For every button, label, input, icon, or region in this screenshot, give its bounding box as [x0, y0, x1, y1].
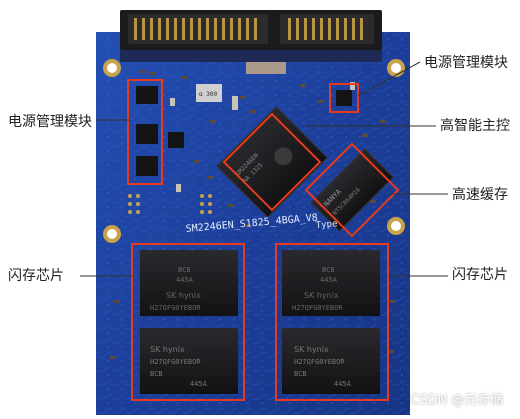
svg-text:445A: 445A [190, 380, 208, 388]
svg-text:445A: 445A [334, 380, 352, 388]
svg-text:SK hynix: SK hynix [166, 291, 201, 300]
flash-right-box [275, 243, 389, 401]
flash-chip-bottom-right: SK hynix H27QFG0YEBOR BCB 445A [282, 328, 380, 394]
svg-text:SK hynix: SK hynix [150, 345, 185, 354]
svg-text:H27QFG0YEBOR: H27QFG0YEBOR [292, 304, 343, 312]
label-controller: 高智能主控 [440, 118, 510, 134]
cache-chip: NANYA NT5CB64M16 [310, 148, 394, 232]
svg-text:SK hynix: SK hynix [294, 345, 329, 354]
flash-chip-bottom-left: SK hynix H27QFG0YEBOR BCB 445A [140, 328, 238, 394]
flash-chip-top-left: BCB 445A SK hynix H27QFG0YEBOR [140, 250, 238, 316]
header-pins [128, 194, 212, 214]
label-power-left: 电源管理模块 [8, 114, 92, 130]
svg-text:BCB: BCB [150, 370, 163, 378]
cache-box [304, 142, 400, 238]
label-flash-left: 闪存芯片 [8, 268, 64, 284]
flash-chip-top-right: BCB 445A SK hynix H27QFG0YEBOR [282, 250, 380, 316]
flash-left-box [131, 243, 245, 401]
controller-box [222, 112, 322, 212]
svg-text:445A: 445A [320, 276, 338, 284]
sata-connector [120, 10, 382, 74]
power-ic-right [336, 90, 352, 106]
svg-text:H27QFG0YEBOR: H27QFG0YEBOR [294, 358, 345, 366]
svg-text:SK hynix: SK hynix [304, 291, 339, 300]
svg-text:H27QFG0YEBOR: H27QFG0YEBOR [150, 304, 201, 312]
mounting-holes [103, 59, 405, 243]
power-ic-left: α 300 [136, 84, 222, 176]
pcb-type-text: Type [315, 219, 337, 231]
svg-text:445A: 445A [176, 276, 194, 284]
svg-text:H27QFG0YEBOR: H27QFG0YEBOR [150, 358, 201, 366]
label-power-right: 电源管理模块 [424, 55, 508, 71]
power-right-box [329, 83, 359, 113]
svg-text:BCB: BCB [322, 266, 335, 274]
power-left-box [127, 79, 163, 185]
svg-text:BCB: BCB [178, 266, 191, 274]
svg-text:α 300: α 300 [199, 91, 217, 98]
passive-components [110, 70, 396, 359]
label-cache: 高速缓存 [452, 187, 508, 203]
annotation-boxes [127, 79, 400, 401]
svg-text:BCB: BCB [294, 370, 307, 378]
label-flash-right: 闪存芯片 [452, 267, 508, 283]
controller-chip: SM2246EN AA 1325 [216, 106, 328, 218]
leader-lines [80, 61, 448, 277]
watermark: CSDN @元存储 [410, 393, 504, 408]
